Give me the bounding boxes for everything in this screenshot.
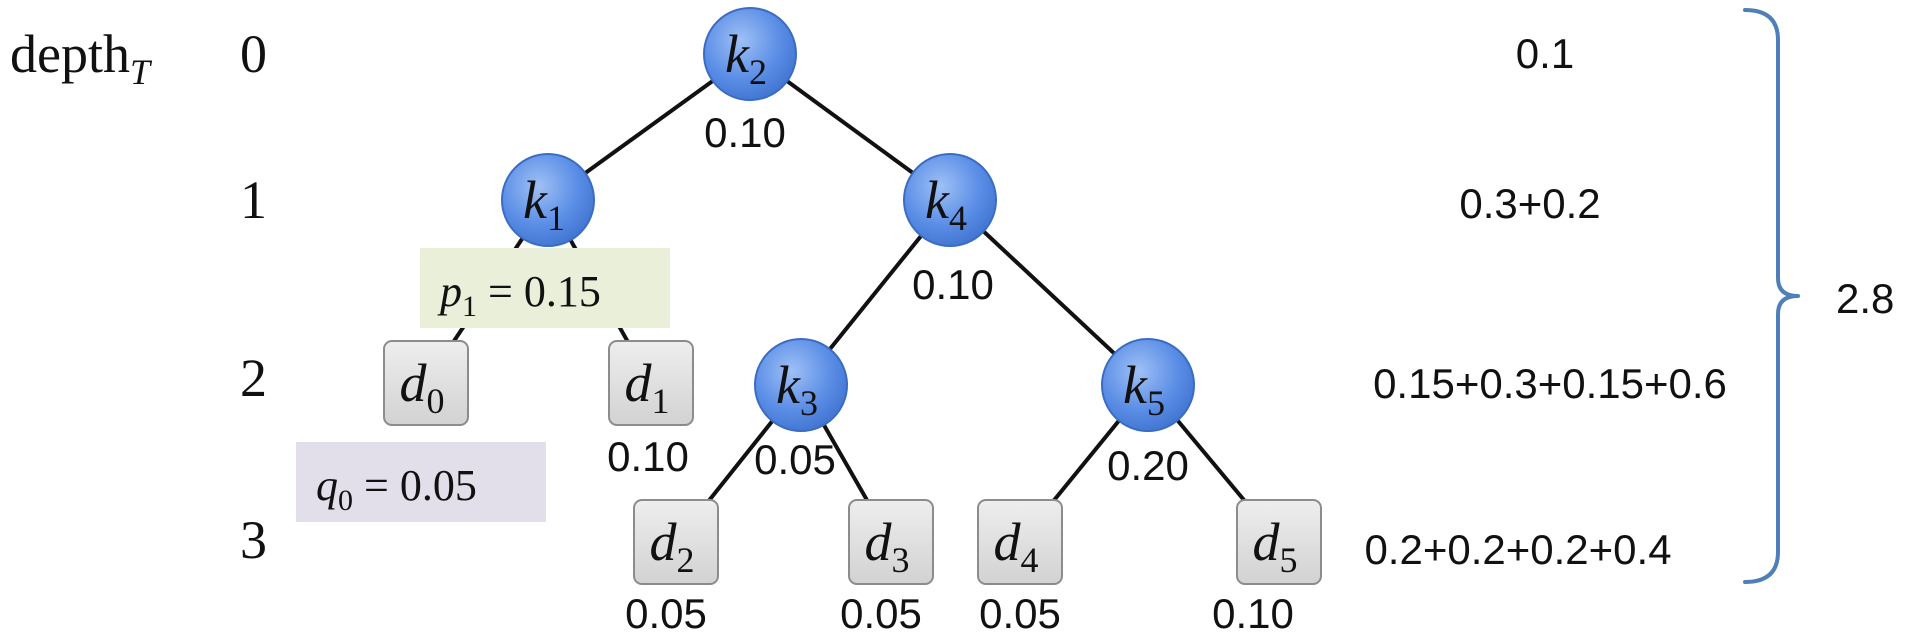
key-circle — [1101, 338, 1195, 432]
dummy-node-d0: d0 — [383, 340, 469, 426]
key-label: k5 — [1123, 355, 1165, 423]
key-value-k4: 0.10 — [912, 261, 994, 308]
key-value-k3: 0.05 — [754, 436, 836, 483]
dummy-label: d1 — [625, 353, 670, 421]
dummy-box — [848, 499, 934, 585]
key-label: k1 — [523, 170, 565, 238]
svg-text:p1 = 0.15: p1 = 0.15 — [437, 267, 601, 323]
key-circle — [754, 338, 848, 432]
dummy-node-d5: d5 — [1236, 499, 1322, 585]
p1-annotation: p1 = 0.15 — [420, 248, 670, 328]
key-value-k5: 0.20 — [1107, 442, 1189, 489]
dummy-value-d1: 0.10 — [607, 433, 689, 480]
level-sum-0: 0.1 — [1516, 30, 1574, 77]
key-circle — [703, 7, 797, 101]
total-sum: 2.8 — [1836, 275, 1894, 322]
dummy-label: d2 — [650, 512, 695, 580]
level-sum-1: 0.3+0.2 — [1459, 180, 1600, 227]
dummy-box — [1236, 499, 1322, 585]
dummy-box — [608, 340, 694, 426]
depth-level-1: 1 — [240, 170, 267, 230]
key-node-k3: k3 — [754, 338, 848, 432]
level-sum-3: 0.2+0.2+0.2+0.4 — [1364, 526, 1671, 573]
tree-nodes: k2 0.10 k1 k4 0.10 k3 0.05 k5 0.20 d0 d1 0.10 d2 0.05… — [383, 7, 1322, 637]
key-node-k1: k1 — [501, 153, 595, 247]
dummy-value-d5: 0.10 — [1212, 590, 1294, 637]
key-circle — [501, 153, 595, 247]
depth-level-3: 3 — [240, 510, 267, 570]
key-label: k4 — [925, 170, 967, 238]
key-value-k2: 0.10 — [704, 109, 786, 156]
dummy-label: d5 — [1253, 512, 1298, 580]
dummy-node-d2: d2 — [633, 499, 719, 585]
key-node-k5: k5 — [1101, 338, 1195, 432]
dummy-label: d4 — [994, 512, 1039, 580]
depth-level-0: 0 — [240, 24, 267, 84]
level-sums: 0.1 0.3+0.2 0.15+0.3+0.15+0.6 0.2+0.2+0.… — [1364, 30, 1726, 573]
dummy-box — [977, 499, 1063, 585]
sum-brace — [1743, 8, 1800, 584]
key-circle — [903, 153, 997, 247]
depth-level-2: 2 — [240, 348, 267, 408]
level-sum-2: 0.15+0.3+0.15+0.6 — [1373, 360, 1727, 407]
dummy-node-d3: d3 — [848, 499, 934, 585]
dummy-label: d0 — [400, 353, 445, 421]
dummy-value-d2: 0.05 — [625, 590, 707, 637]
dummy-value-d3: 0.05 — [840, 590, 922, 637]
dummy-node-d4: d4 — [977, 499, 1063, 585]
key-label: k2 — [725, 24, 767, 92]
key-label: k3 — [776, 355, 818, 423]
dummy-value-d4: 0.05 — [979, 590, 1061, 637]
depth-levels: 0 1 2 3 — [240, 24, 267, 570]
dummy-label: d3 — [865, 512, 910, 580]
dummy-box — [633, 499, 719, 585]
svg-text:q0 = 0.05: q0 = 0.05 — [316, 461, 477, 517]
dummy-node-d1: d1 — [608, 340, 694, 426]
q0-annotation: q0 = 0.05 — [296, 442, 546, 522]
dummy-box — [383, 340, 469, 426]
depth-header: depthT — [10, 24, 153, 92]
key-node-k2: k2 — [703, 7, 797, 101]
key-node-k4: k4 — [903, 153, 997, 247]
